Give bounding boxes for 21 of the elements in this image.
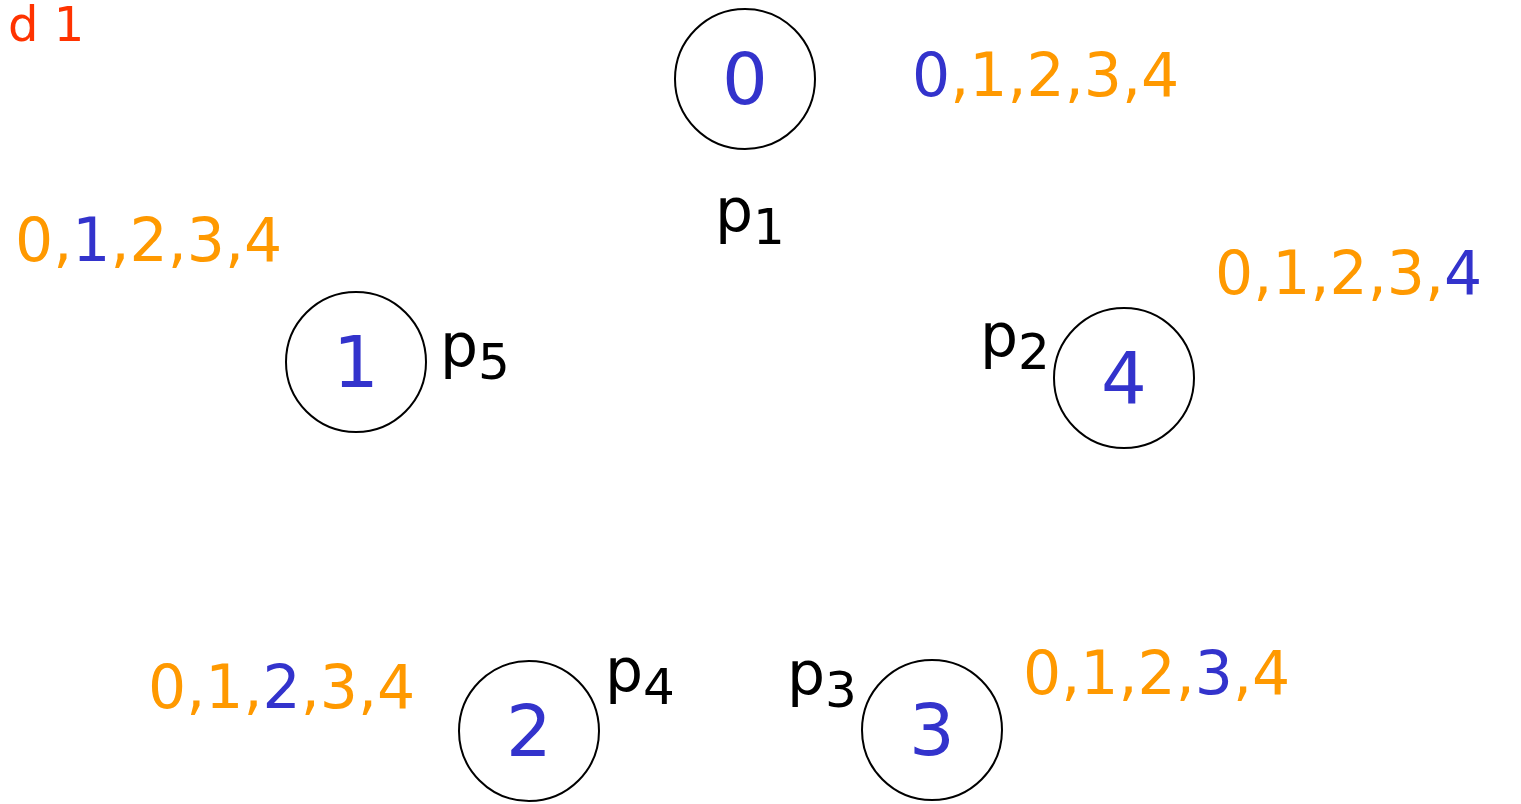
- circle-node: [674, 8, 816, 150]
- process-label: p$_{5}$: [440, 315, 510, 387]
- process-label: p$_{3}$: [787, 643, 857, 715]
- value-list: 0,1,2,3,4: [912, 45, 1180, 105]
- round-heading: d 1: [8, 0, 85, 48]
- node-number: 2: [506, 695, 552, 767]
- value-list: 0,1,2,3,4: [1215, 243, 1483, 303]
- node-number: 4: [1101, 342, 1147, 414]
- circle-node: [458, 660, 600, 802]
- process-label: p$_{1}$: [715, 180, 785, 252]
- circle-node: [861, 659, 1003, 801]
- value-list: 0,1,2,3,4: [1023, 643, 1291, 703]
- node-number: 0: [722, 43, 768, 115]
- process-label: p$_{4}$: [605, 640, 675, 712]
- circle-node: [285, 291, 427, 433]
- node-number: 3: [909, 694, 955, 766]
- node-number: 1: [333, 326, 379, 398]
- process-label: p$_{2}$: [980, 305, 1050, 377]
- value-list: 0,1,2,3,4: [148, 657, 416, 717]
- value-list: 0,1,2,3,4: [15, 210, 283, 270]
- circle-node: [1053, 307, 1195, 449]
